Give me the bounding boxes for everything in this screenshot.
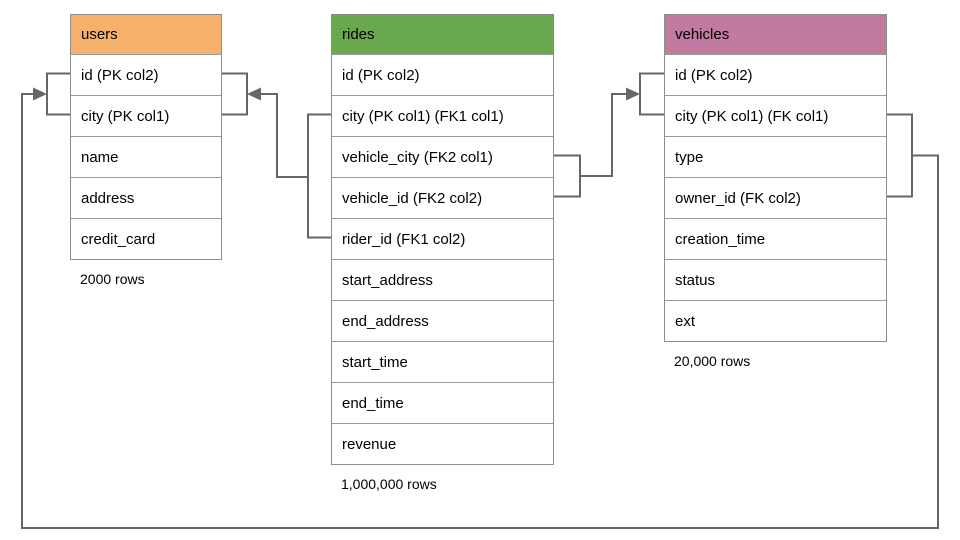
vehicles-left-bracket <box>639 72 664 116</box>
table-rides-rowcount: 1,000,000 rows <box>341 476 437 492</box>
table-row: name <box>71 136 221 177</box>
rides-users-link-line <box>259 93 308 178</box>
rides-right-bracket <box>554 154 581 198</box>
table-rides: rides id (PK col2)city (PK col1) (FK1 co… <box>331 14 554 492</box>
table-row: revenue <box>332 423 553 464</box>
table-users-header: users <box>71 15 221 54</box>
table-vehicles-header: vehicles <box>665 15 886 54</box>
table-row: vehicle_id (FK2 col2) <box>332 177 553 218</box>
table-rides-header: rides <box>332 15 553 54</box>
table-row: end_time <box>332 382 553 423</box>
table-row: owner_id (FK col2) <box>665 177 886 218</box>
table-vehicles: vehicles id (PK col2)city (PK col1) (FK … <box>664 14 887 369</box>
connector-rides-to-users <box>222 72 331 239</box>
rides-vehicles-link-line <box>580 93 628 177</box>
arrowhead-to-users-left <box>33 87 47 101</box>
vehicles-users-loop-line <box>21 93 939 529</box>
arrowhead-to-users <box>247 87 261 101</box>
table-row: start_time <box>332 341 553 382</box>
table-row: type <box>665 136 886 177</box>
table-row: creation_time <box>665 218 886 259</box>
table-row: ext <box>665 300 886 341</box>
table-row: id (PK col2) <box>71 54 221 95</box>
table-row: start_address <box>332 259 553 300</box>
users-right-bracket <box>222 72 248 116</box>
table-row: rider_id (FK1 col2) <box>332 218 553 259</box>
table-row: city (PK col1) (FK col1) <box>665 95 886 136</box>
connector-rides-to-vehicles <box>554 72 664 198</box>
rides-left-bracket <box>307 113 331 239</box>
table-row: status <box>665 259 886 300</box>
table-vehicles-rowcount: 20,000 rows <box>674 353 751 369</box>
arrowhead-to-vehicles <box>626 87 640 101</box>
table-row: credit_card <box>71 218 221 259</box>
table-users-rowcount: 2000 rows <box>80 271 145 287</box>
connector-vehicles-to-users <box>21 72 939 529</box>
table-row: id (PK col2) <box>665 54 886 95</box>
vehicles-right-bracket <box>887 113 913 198</box>
table-row: end_address <box>332 300 553 341</box>
table-row: city (PK col1) <box>71 95 221 136</box>
table-row: id (PK col2) <box>332 54 553 95</box>
table-row: vehicle_city (FK2 col1) <box>332 136 553 177</box>
users-left-bracket <box>46 72 70 116</box>
table-rides-columns: id (PK col2)city (PK col1) (FK1 col1)veh… <box>332 54 553 464</box>
table-row: city (PK col1) (FK1 col1) <box>332 95 553 136</box>
table-row: address <box>71 177 221 218</box>
table-vehicles-columns: id (PK col2)city (PK col1) (FK col1)type… <box>665 54 886 341</box>
